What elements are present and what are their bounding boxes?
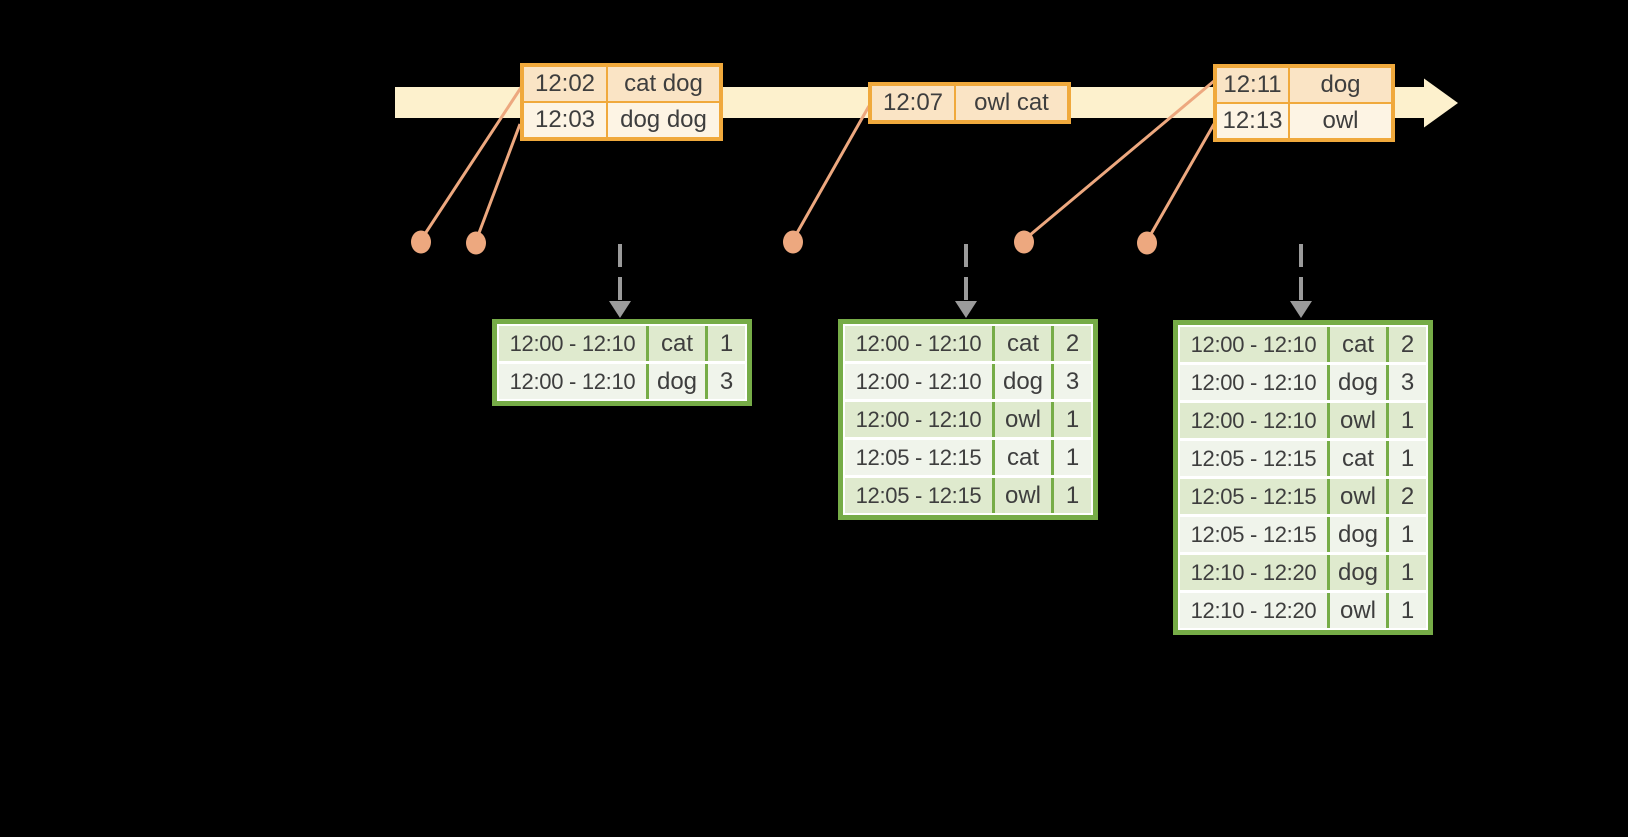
word-cell: cat bbox=[995, 326, 1051, 361]
count-cell: 3 bbox=[1054, 364, 1091, 399]
event-time-cell: 12:03 bbox=[524, 103, 606, 137]
table-row: 12:07 owl cat bbox=[872, 86, 1067, 120]
count-cell: 1 bbox=[1054, 478, 1091, 513]
count-cell: 2 bbox=[1389, 479, 1426, 514]
window-cell: 12:00 - 12:10 bbox=[1180, 365, 1327, 400]
event-connector-lines bbox=[419, 79, 1216, 242]
event-time-cell: 12:02 bbox=[524, 67, 606, 101]
word-cell: dog bbox=[1330, 365, 1386, 400]
result-table-1: 12:00 - 12:10 cat 1 12:00 - 12:10 dog 3 bbox=[492, 319, 752, 406]
event-time-dot bbox=[1137, 231, 1157, 255]
word-cell: dog bbox=[1330, 555, 1386, 590]
event-time-dots bbox=[411, 230, 1157, 255]
window-cell: 12:00 - 12:10 bbox=[845, 402, 992, 437]
table-row: 12:10 - 12:20 dog 1 bbox=[1180, 555, 1426, 590]
window-cell: 12:00 - 12:10 bbox=[1180, 403, 1327, 438]
table-row: 12:05 - 12:15 owl 2 bbox=[1180, 479, 1426, 514]
table-row: 12:13 owl bbox=[1217, 104, 1391, 138]
table-row: 12:00 - 12:10 cat 1 bbox=[499, 326, 745, 361]
event-table-3: 12:11 dog 12:13 owl bbox=[1213, 64, 1395, 142]
count-cell: 2 bbox=[1054, 326, 1091, 361]
window-cell: 12:10 - 12:20 bbox=[1180, 555, 1327, 590]
count-cell: 1 bbox=[1389, 555, 1426, 590]
table-row: 12:10 - 12:20 owl 1 bbox=[1180, 593, 1426, 628]
word-cell: owl bbox=[1330, 403, 1386, 438]
table-row: 12:05 - 12:15 cat 1 bbox=[845, 440, 1091, 475]
window-cell: 12:05 - 12:15 bbox=[845, 440, 992, 475]
event-time-dot bbox=[783, 230, 803, 254]
count-cell: 1 bbox=[1389, 517, 1426, 552]
table-row: 12:00 - 12:10 cat 2 bbox=[845, 326, 1091, 361]
table-row: 12:00 - 12:10 dog 3 bbox=[499, 364, 745, 399]
word-cell: owl bbox=[1330, 593, 1386, 628]
event-connector-line bbox=[419, 85, 524, 241]
table-row: 12:00 - 12:10 owl 1 bbox=[845, 402, 1091, 437]
window-cell: 12:10 - 12:20 bbox=[1180, 593, 1327, 628]
table-row: 12:11 dog bbox=[1217, 68, 1391, 102]
word-cell: cat bbox=[649, 326, 705, 361]
table-row: 12:02 cat dog bbox=[524, 67, 719, 101]
trigger-arrowhead-icon bbox=[1290, 301, 1312, 318]
window-cell: 12:00 - 12:10 bbox=[499, 364, 646, 399]
word-cell: cat bbox=[995, 440, 1051, 475]
event-time-cell: 12:11 bbox=[1217, 68, 1288, 102]
word-cell: dog bbox=[995, 364, 1051, 399]
event-words-cell: owl cat bbox=[956, 86, 1067, 120]
table-row: 12:05 - 12:15 owl 1 bbox=[845, 478, 1091, 513]
event-words-cell: dog bbox=[1290, 68, 1391, 102]
event-time-dot bbox=[1014, 230, 1034, 254]
table-row: 12:00 - 12:10 dog 3 bbox=[1180, 365, 1426, 400]
trigger-arrows bbox=[609, 244, 1312, 318]
table-row: 12:00 - 12:10 dog 3 bbox=[845, 364, 1091, 399]
event-connector-line bbox=[791, 105, 871, 241]
table-row: 12:03 dog dog bbox=[524, 103, 719, 137]
event-words-cell: cat dog bbox=[608, 67, 719, 101]
window-cell: 12:00 - 12:10 bbox=[845, 326, 992, 361]
timeline-arrowhead-icon bbox=[1424, 78, 1458, 128]
window-cell: 12:05 - 12:15 bbox=[1180, 479, 1327, 514]
word-cell: dog bbox=[649, 364, 705, 399]
trigger-arrowhead-icon bbox=[955, 301, 977, 318]
word-cell: owl bbox=[995, 402, 1051, 437]
table-row: 12:05 - 12:15 dog 1 bbox=[1180, 517, 1426, 552]
event-words-cell: dog dog bbox=[608, 103, 719, 137]
table-row: 12:05 - 12:15 cat 1 bbox=[1180, 441, 1426, 476]
count-cell: 1 bbox=[708, 326, 745, 361]
result-table-2: 12:00 - 12:10 cat 2 12:00 - 12:10 dog 3 … bbox=[838, 319, 1098, 520]
count-cell: 3 bbox=[1389, 365, 1426, 400]
event-time-dot bbox=[411, 230, 431, 254]
count-cell: 2 bbox=[1389, 327, 1426, 362]
word-cell: owl bbox=[995, 478, 1051, 513]
window-cell: 12:05 - 12:15 bbox=[1180, 517, 1327, 552]
window-cell: 12:00 - 12:10 bbox=[499, 326, 646, 361]
table-row: 12:00 - 12:10 owl 1 bbox=[1180, 403, 1426, 438]
event-time-cell: 12:13 bbox=[1217, 104, 1288, 138]
window-cell: 12:00 - 12:10 bbox=[845, 364, 992, 399]
word-cell: owl bbox=[1330, 479, 1386, 514]
event-connector-line bbox=[1145, 123, 1216, 242]
event-connector-line bbox=[1023, 79, 1215, 242]
trigger-arrowhead-icon bbox=[609, 301, 631, 318]
event-connector-line bbox=[474, 123, 522, 242]
count-cell: 1 bbox=[1389, 593, 1426, 628]
event-time-cell: 12:07 bbox=[872, 86, 954, 120]
event-table-1: 12:02 cat dog 12:03 dog dog bbox=[520, 63, 723, 141]
word-cell: cat bbox=[1330, 441, 1386, 476]
count-cell: 3 bbox=[708, 364, 745, 399]
count-cell: 1 bbox=[1389, 403, 1426, 438]
result-table-3: 12:00 - 12:10 cat 2 12:00 - 12:10 dog 3 … bbox=[1173, 320, 1433, 635]
count-cell: 1 bbox=[1389, 441, 1426, 476]
window-cell: 12:05 - 12:15 bbox=[1180, 441, 1327, 476]
event-words-cell: owl bbox=[1290, 104, 1391, 138]
table-row: 12:00 - 12:10 cat 2 bbox=[1180, 327, 1426, 362]
count-cell: 1 bbox=[1054, 402, 1091, 437]
event-time-dot bbox=[466, 231, 486, 255]
window-cell: 12:00 - 12:10 bbox=[1180, 327, 1327, 362]
count-cell: 1 bbox=[1054, 440, 1091, 475]
word-cell: dog bbox=[1330, 517, 1386, 552]
word-cell: cat bbox=[1330, 327, 1386, 362]
window-cell: 12:05 - 12:15 bbox=[845, 478, 992, 513]
event-table-2: 12:07 owl cat bbox=[868, 82, 1071, 124]
